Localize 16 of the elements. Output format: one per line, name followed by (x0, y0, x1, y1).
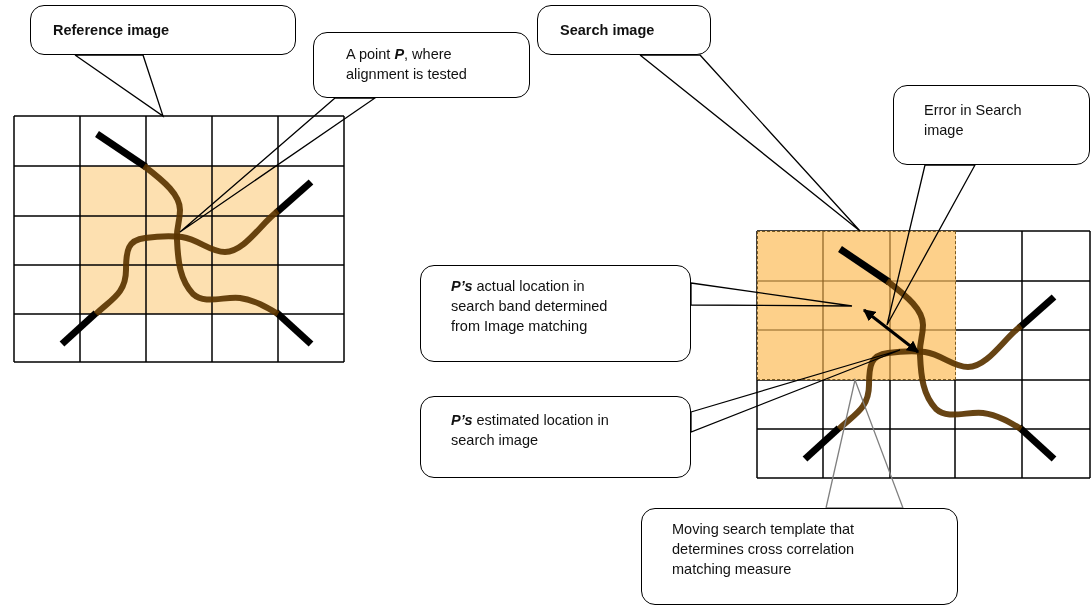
leader-line (179, 97, 378, 233)
leader-line (690, 282, 853, 307)
grid-drawing (14, 116, 344, 362)
grid-drawing (757, 231, 1090, 478)
leader-line (886, 164, 977, 326)
leader-line (639, 54, 861, 232)
leader-line (825, 377, 904, 509)
callout-box: P’s estimated location in search image (420, 396, 691, 478)
callout-box: Moving search template that determines cross correlation matching measure (641, 508, 958, 605)
callout-box: Reference image (30, 5, 296, 55)
callout-box: A point P, where alignment is tested (313, 32, 530, 98)
leader-line (690, 349, 901, 433)
callout-box: P’s actual location in search band determined from Image matching (420, 265, 691, 362)
callout-box: Error in Search image (893, 85, 1090, 165)
search-template (757, 231, 956, 380)
callout-box: Search image (537, 5, 711, 55)
